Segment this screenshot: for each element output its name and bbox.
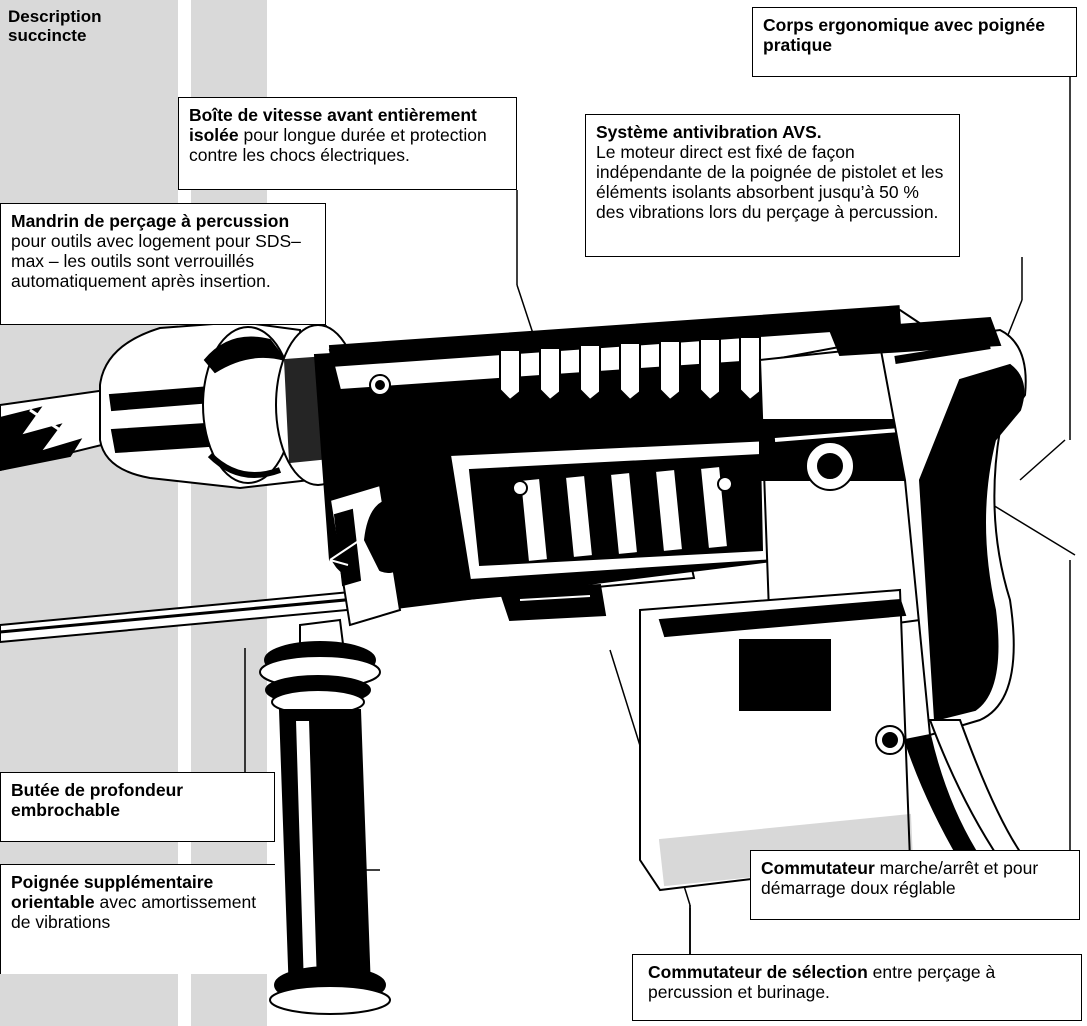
- cooling-fins: [499, 336, 761, 402]
- callout-avs-bold: Système antivibration AVS.: [596, 122, 822, 142]
- callout-mandrin-bold: Mandrin de perçage à percussion: [11, 211, 290, 231]
- page-title-line2: succincte: [8, 26, 87, 45]
- callout-boite-text: pour longue durée et protection contre l…: [189, 125, 487, 165]
- callout-poignee-bold: Poignée supplémentaire orientable: [11, 872, 214, 912]
- callout-boite-bold: Boîte de vitesse avant entièrement isolé…: [189, 105, 477, 145]
- callout-mandrin-text: pour outils avec logement pour SDS–max –…: [11, 231, 301, 291]
- background-strip-left: [0, 0, 178, 1026]
- page-title: Description succincte: [8, 7, 102, 45]
- auxiliary-handle: [259, 618, 391, 1015]
- callout-butee-profondeur: Butée de profondeur embrochable: [0, 772, 275, 842]
- callout-boite-vitesse: Boîte de vitesse avant entièrement isolé…: [178, 97, 517, 190]
- drill-bit: [0, 386, 124, 472]
- selector-switch: [328, 483, 607, 627]
- callout-poignee-supplementaire: Poignée supplémentaire orientable avec a…: [0, 864, 275, 974]
- callout-selection-bold: Commutateur de sélection: [648, 962, 868, 982]
- pistol-grip: [828, 316, 1027, 737]
- callout-corps-ergonomique: Corps ergonomique avec poignée pratique: [752, 7, 1077, 77]
- side-vent-panel: [448, 438, 777, 582]
- callout-selection-text: entre perçage à percussion et burinage.: [648, 962, 996, 1002]
- callout-corps-bold: Corps ergonomique avec poignée pratique: [763, 15, 1045, 55]
- motor-housing: [639, 343, 922, 892]
- callout-mandrin: Mandrin de perçage à percussion pour out…: [0, 203, 326, 325]
- callout-commutateur-selection: Commutateur de sélection entre perçage à…: [632, 954, 1082, 1021]
- callout-poignee-text: avec amortissement de vibrations: [11, 892, 257, 932]
- callout-systeme-avs: Système antivibration AVS.Le moteur dire…: [585, 114, 960, 257]
- callout-commutateur-text: marche/arrêt et pour démarrage doux régl…: [761, 858, 1039, 898]
- callout-butee-bold: Butée de profondeur embrochable: [11, 780, 184, 820]
- page-title-line1: Description: [8, 7, 102, 26]
- callout-commutateur: Commutateur marche/arrêt et pour démarra…: [750, 850, 1080, 920]
- callout-avs-text: Le moteur direct est fixé de façon indép…: [596, 142, 944, 222]
- callout-commutateur-bold: Commutateur: [761, 858, 875, 878]
